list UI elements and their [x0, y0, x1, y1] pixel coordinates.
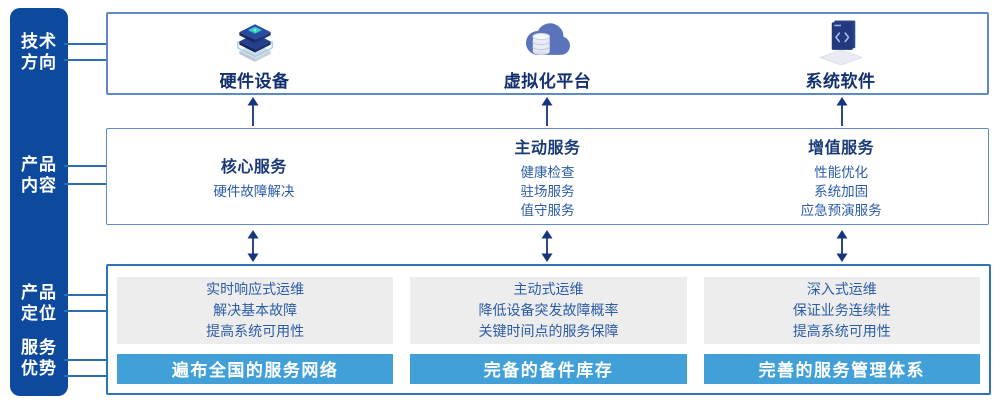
positioning-line: 实时响应式运维 — [206, 280, 305, 297]
service-item: 驻场服务 — [520, 183, 575, 199]
double-arrow-icon — [247, 230, 259, 262]
sidebar-label-line: 内容 — [21, 176, 57, 195]
positioning-line: 解决基本故障 — [213, 301, 298, 318]
sidebar-label-line: 产品 — [21, 283, 57, 302]
service-column-value-added: 增值服务 性能优化 系统加固 应急预演服务 — [694, 129, 988, 224]
up-arrow-icon — [247, 97, 259, 126]
connector-line — [64, 310, 108, 312]
tech-item-label: 虚拟化平台 — [503, 71, 592, 91]
product-content-box: 核心服务 硬件故障解决 主动服务 健康检查 驻场服务 值守服务 增值服务 性能优… — [106, 128, 989, 225]
positioning-panel: 实时响应式运维 解决基本故障 提高系统可用性 — [117, 277, 394, 344]
positioning-line: 保证业务连续性 — [792, 301, 891, 318]
positioning-panel: 深入式运维 保证业务连续性 提高系统可用性 — [703, 277, 980, 344]
sidebar-label-line: 定位 — [21, 304, 57, 323]
service-column-title: 核心服务 — [220, 158, 287, 176]
advantage-bar: 完备的备件库存 — [410, 353, 687, 384]
advantage-bar: 完善的服务管理体系 — [703, 353, 980, 384]
tech-item-virtualization: 虚拟化平台 — [401, 14, 694, 93]
positioning-line: 关键时间点的服务保障 — [478, 322, 619, 339]
service-item: 值守服务 — [520, 202, 575, 218]
product-positioning-box: 实时响应式运维 解决基本故障 提高系统可用性 遍布全国的服务网络 主动式运维 降… — [106, 264, 991, 395]
tech-item-label: 系统软件 — [805, 71, 876, 91]
positioning-column: 深入式运维 保证业务连续性 提高系统可用性 完善的服务管理体系 — [703, 277, 980, 384]
service-item: 健康检查 — [520, 164, 575, 180]
sidebar-label-service-advantage: 服务 优势 — [10, 337, 68, 379]
positioning-line: 降低设备突发故障概率 — [478, 301, 619, 318]
service-item: 性能优化 — [814, 164, 869, 180]
sidebar-label-line: 技术 — [21, 32, 57, 51]
positioning-line: 深入式运维 — [806, 280, 877, 297]
up-arrow-icon — [836, 97, 848, 126]
positioning-line: 提高系统可用性 — [792, 322, 891, 339]
double-arrow-icon — [836, 230, 848, 262]
software-window-icon — [818, 20, 863, 65]
sidebar-label-line: 服务 — [21, 338, 57, 357]
sidebar-label-product-positioning: 产品 定位 — [10, 282, 68, 324]
server-stack-icon — [236, 23, 273, 62]
service-column-core: 核心服务 硬件故障解决 — [107, 129, 401, 224]
tech-direction-box: 硬件设备 虚拟化平台 系统软件 — [106, 12, 989, 95]
up-arrow-icon — [541, 97, 553, 126]
service-column-title: 增值服务 — [808, 139, 875, 157]
tech-item-hardware: 硬件设备 — [108, 14, 401, 93]
connector-line — [64, 59, 108, 61]
positioning-column: 主动式运维 降低设备突发故障概率 关键时间点的服务保障 完备的备件库存 — [410, 277, 687, 384]
connector-line — [64, 375, 108, 377]
connector-line — [64, 165, 108, 167]
sidebar-label-line: 产品 — [21, 155, 57, 174]
sidebar: 技术 方向 产品 内容 产品 定位 服务 优势 — [10, 8, 68, 396]
service-item: 系统加固 — [814, 183, 869, 199]
cloud-database-icon — [525, 22, 570, 55]
positioning-column: 实时响应式运维 解决基本故障 提高系统可用性 遍布全国的服务网络 — [117, 277, 394, 384]
service-column-title: 主动服务 — [514, 139, 581, 157]
positioning-panel: 主动式运维 降低设备突发故障概率 关键时间点的服务保障 — [410, 277, 687, 344]
service-column-proactive: 主动服务 健康检查 驻场服务 值守服务 — [401, 129, 695, 224]
connector-line — [64, 359, 108, 361]
tech-item-label: 硬件设备 — [219, 71, 290, 91]
positioning-line: 主动式运维 — [513, 280, 584, 297]
connector-line — [64, 294, 108, 296]
tech-item-system-software: 系统软件 — [694, 14, 987, 93]
advantage-bar: 遍布全国的服务网络 — [117, 353, 394, 384]
sidebar-label-tech-direction: 技术 方向 — [10, 31, 68, 73]
connector-line — [64, 43, 108, 45]
sidebar-label-line: 方向 — [21, 53, 57, 72]
sidebar-label-product-content: 产品 内容 — [10, 154, 68, 196]
double-arrow-icon — [541, 230, 553, 262]
service-item: 硬件故障解决 — [213, 183, 295, 199]
sidebar-label-line: 优势 — [21, 359, 57, 378]
positioning-line: 提高系统可用性 — [206, 322, 305, 339]
service-item: 应急预演服务 — [800, 202, 882, 218]
connector-line — [64, 183, 108, 185]
